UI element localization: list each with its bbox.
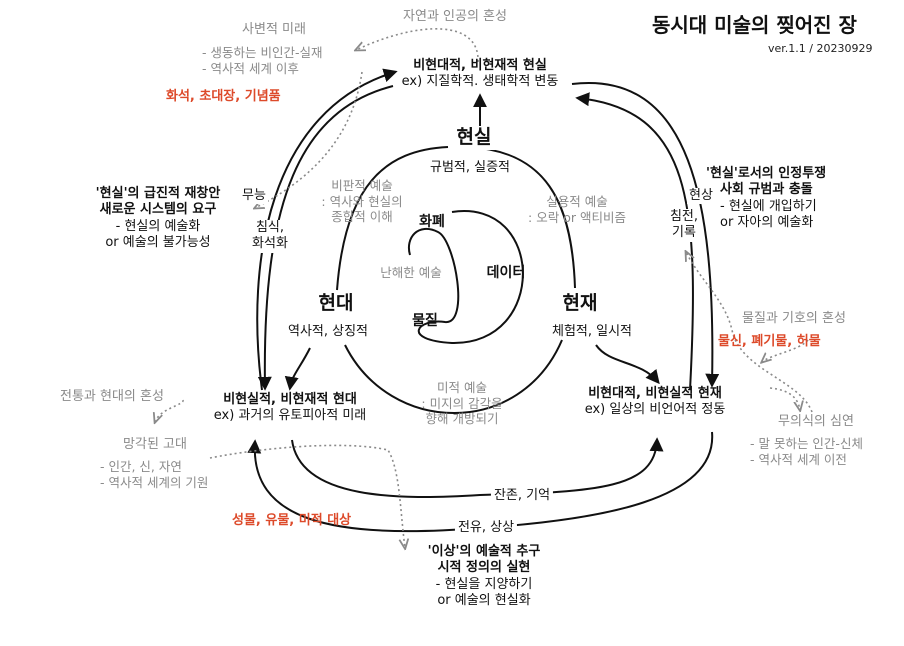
- label-jeontong: 전통과 현대의 혼성: [60, 389, 164, 404]
- label-hyeonsang: 현상: [687, 188, 715, 205]
- version-label: ver.1.1 / 20230929: [768, 42, 873, 55]
- center-top-sub: 규범적, 실증적: [429, 160, 511, 175]
- left-demand-title-1: '현실'의 급진적 재창안: [95, 186, 221, 201]
- practical-art: 실용적 예술 : 오락 or 액티비즘: [528, 194, 626, 225]
- critical-art-line-1: 비판적 예술: [331, 178, 393, 193]
- manggak-item-1: - 인간, 신, 자연: [100, 459, 182, 474]
- critical-art-line-3: 종합적 이해: [331, 209, 393, 225]
- practical-art-line-1: 실용적 예술: [546, 194, 608, 209]
- muuisik-item-2: - 역사적 세계 이전: [750, 451, 847, 467]
- node-left-sub: ex) 과거의 유토피아적 미래: [213, 408, 367, 424]
- critical-art: 비판적 예술 : 역사와 현실의 종합적 이해: [321, 178, 402, 225]
- muuisik-items: - 말 못하는 인간-신체 - 역사적 세계 이전: [750, 436, 863, 467]
- sabyeon-items: - 생동하는 비인간-실재 - 역사적 세계 이후: [202, 45, 322, 76]
- muuisik-title: 무의식의 심연: [778, 414, 854, 429]
- diagram-title: 동시대 미술의 찢어진 장: [652, 13, 857, 37]
- label-jayeon: 자연과 인공의 혼성: [403, 9, 507, 24]
- center-right-name: 현재: [562, 292, 598, 314]
- isang-block: '이상'의 예술적 추구 시적 정의의 실현 - 현실을 지양하기 or 예술의…: [428, 544, 541, 609]
- label-chimsik-line-1: 침식,: [255, 220, 285, 235]
- label-janjon: 잔존, 기억: [490, 488, 554, 505]
- label-chimsik-line-2: 화석화: [252, 236, 288, 252]
- right-struggle-title-2: 사회 규범과 충돌: [720, 182, 813, 198]
- label-jeonyu: 전유, 상상: [454, 520, 518, 537]
- arrow-hyeondae-left: [284, 347, 311, 391]
- node-right-sub: ex) 일상의 비언어적 정동: [584, 402, 726, 418]
- arrow-top-down-right: [571, 81, 720, 388]
- label-muljil-giho: 물질과 기호의 혼성: [742, 311, 846, 326]
- muuisik-item-1: - 말 못하는 인간-신체: [750, 436, 863, 451]
- aesthetic-art-line-3: 향해 개방되기: [425, 411, 499, 427]
- node-top-title: 비현대적, 비현재적 현실: [413, 58, 547, 73]
- isang-title-1: '이상'의 예술적 추구: [427, 544, 541, 559]
- dotted-manggak: [209, 444, 405, 548]
- arrow-hyeonjae-right: [595, 344, 660, 385]
- arrow-left-up: [256, 68, 398, 391]
- label-chimjeon-line-1: 침전,: [669, 209, 699, 224]
- arrow-right-up: [575, 92, 694, 391]
- isang-item-1: - 현실을 지양하기: [435, 576, 533, 592]
- node-left: 비현실적, 비현재적 현대 ex) 과거의 유토피아적 미래: [214, 392, 367, 425]
- aesthetic-art-line-2: : 미지의 감각을: [421, 395, 503, 411]
- left-demand-item-1: - 현실의 예술화: [115, 218, 201, 234]
- isang-item-2: or 예술의 현실화: [437, 592, 531, 608]
- manggak-item-2: - 역사적 세계의 기원: [100, 474, 209, 490]
- label-chimjeon: 침전, 기록: [669, 209, 699, 242]
- sabyeon-red: 화석, 초대장, 기념품: [166, 89, 281, 104]
- left-demand-item-2: or 예술의 불가능성: [105, 234, 211, 250]
- dotted-muuisik: [686, 252, 813, 413]
- center-right-sub: 체험적, 일시적: [551, 324, 633, 339]
- label-chimjeon-line-2: 기록: [672, 225, 696, 241]
- arrow-bottom-inner: [291, 437, 664, 498]
- label-chimsik: 침식, 화석화: [252, 220, 288, 253]
- critical-art-line-2: : 역사와 현실의: [321, 193, 403, 209]
- inner-loop: [407, 210, 524, 345]
- right-struggle-title-1: '현실'로서의 인정투쟁: [706, 166, 827, 181]
- sabyeon-item-1: - 생동하는 비인간-실재: [202, 45, 323, 60]
- right-struggle: '현실'로서의 인정투쟁 사회 규범과 충돌 - 현실에 개입하기 or 자아의…: [706, 166, 826, 231]
- sabyeon-title: 사변적 미래: [242, 22, 306, 37]
- left-demand-title-2: 새로운 시스템의 요구: [99, 202, 217, 218]
- aesthetic-art-line-1: 미적 예술: [437, 380, 487, 395]
- right-struggle-item-1: - 현실에 개입하기: [720, 198, 817, 214]
- dotted-jeontong: [155, 399, 184, 422]
- arc-top-right: [469, 146, 576, 289]
- inner-nanhae: 난해한 예술: [380, 265, 442, 280]
- manggak-title: 망각된 고대: [123, 437, 187, 452]
- arc-bottom: [344, 339, 563, 414]
- dotted-muljil: [762, 339, 809, 362]
- node-top: 비현대적, 비현재적 현실 ex) 지질학적. 생태학적 변동: [402, 58, 559, 91]
- center-left-name: 현대: [318, 292, 354, 314]
- center-left-sub: 역사적, 상징적: [287, 324, 369, 339]
- center-top-name: 현실: [452, 126, 496, 150]
- node-top-sub: ex) 지질학적. 생태학적 변동: [401, 74, 559, 90]
- node-right-title: 비현대적, 비현실적 현재: [588, 386, 722, 401]
- sabyeon-item-2: - 역사적 세계 이후: [202, 60, 299, 76]
- manggak-red: 성물, 유물, 미적 대상: [232, 513, 352, 528]
- node-left-title: 비현실적, 비현재적 현대: [223, 392, 357, 407]
- inner-data: 데이터: [486, 265, 526, 281]
- node-right: 비현대적, 비현실적 현재 ex) 일상의 비언어적 정동: [585, 386, 726, 419]
- muljil-red: 물신, 폐기물, 허물: [718, 334, 821, 349]
- aesthetic-art: 미적 예술 : 미지의 감각을 향해 개방되기: [421, 380, 502, 427]
- inner-hwapye: 화폐: [419, 214, 445, 230]
- arc-top-left: [336, 146, 449, 291]
- right-struggle-item-2: or 자아의 예술화: [720, 214, 814, 230]
- manggak-items: - 인간, 신, 자연 - 역사적 세계의 기원: [100, 459, 208, 490]
- isang-title-2: 시적 정의의 실현: [437, 560, 531, 576]
- left-demand: '현실'의 급진적 재창안 새로운 시스템의 요구 - 현실의 예술화 or 예…: [96, 186, 221, 251]
- inner-muljil: 물질: [412, 313, 438, 329]
- label-muneung: 무능: [240, 188, 268, 205]
- dotted-jayeon: [356, 28, 479, 63]
- practical-art-line-2: : 오락 or 액티비즘: [528, 209, 626, 225]
- arrow-top-down-left: [257, 85, 394, 391]
